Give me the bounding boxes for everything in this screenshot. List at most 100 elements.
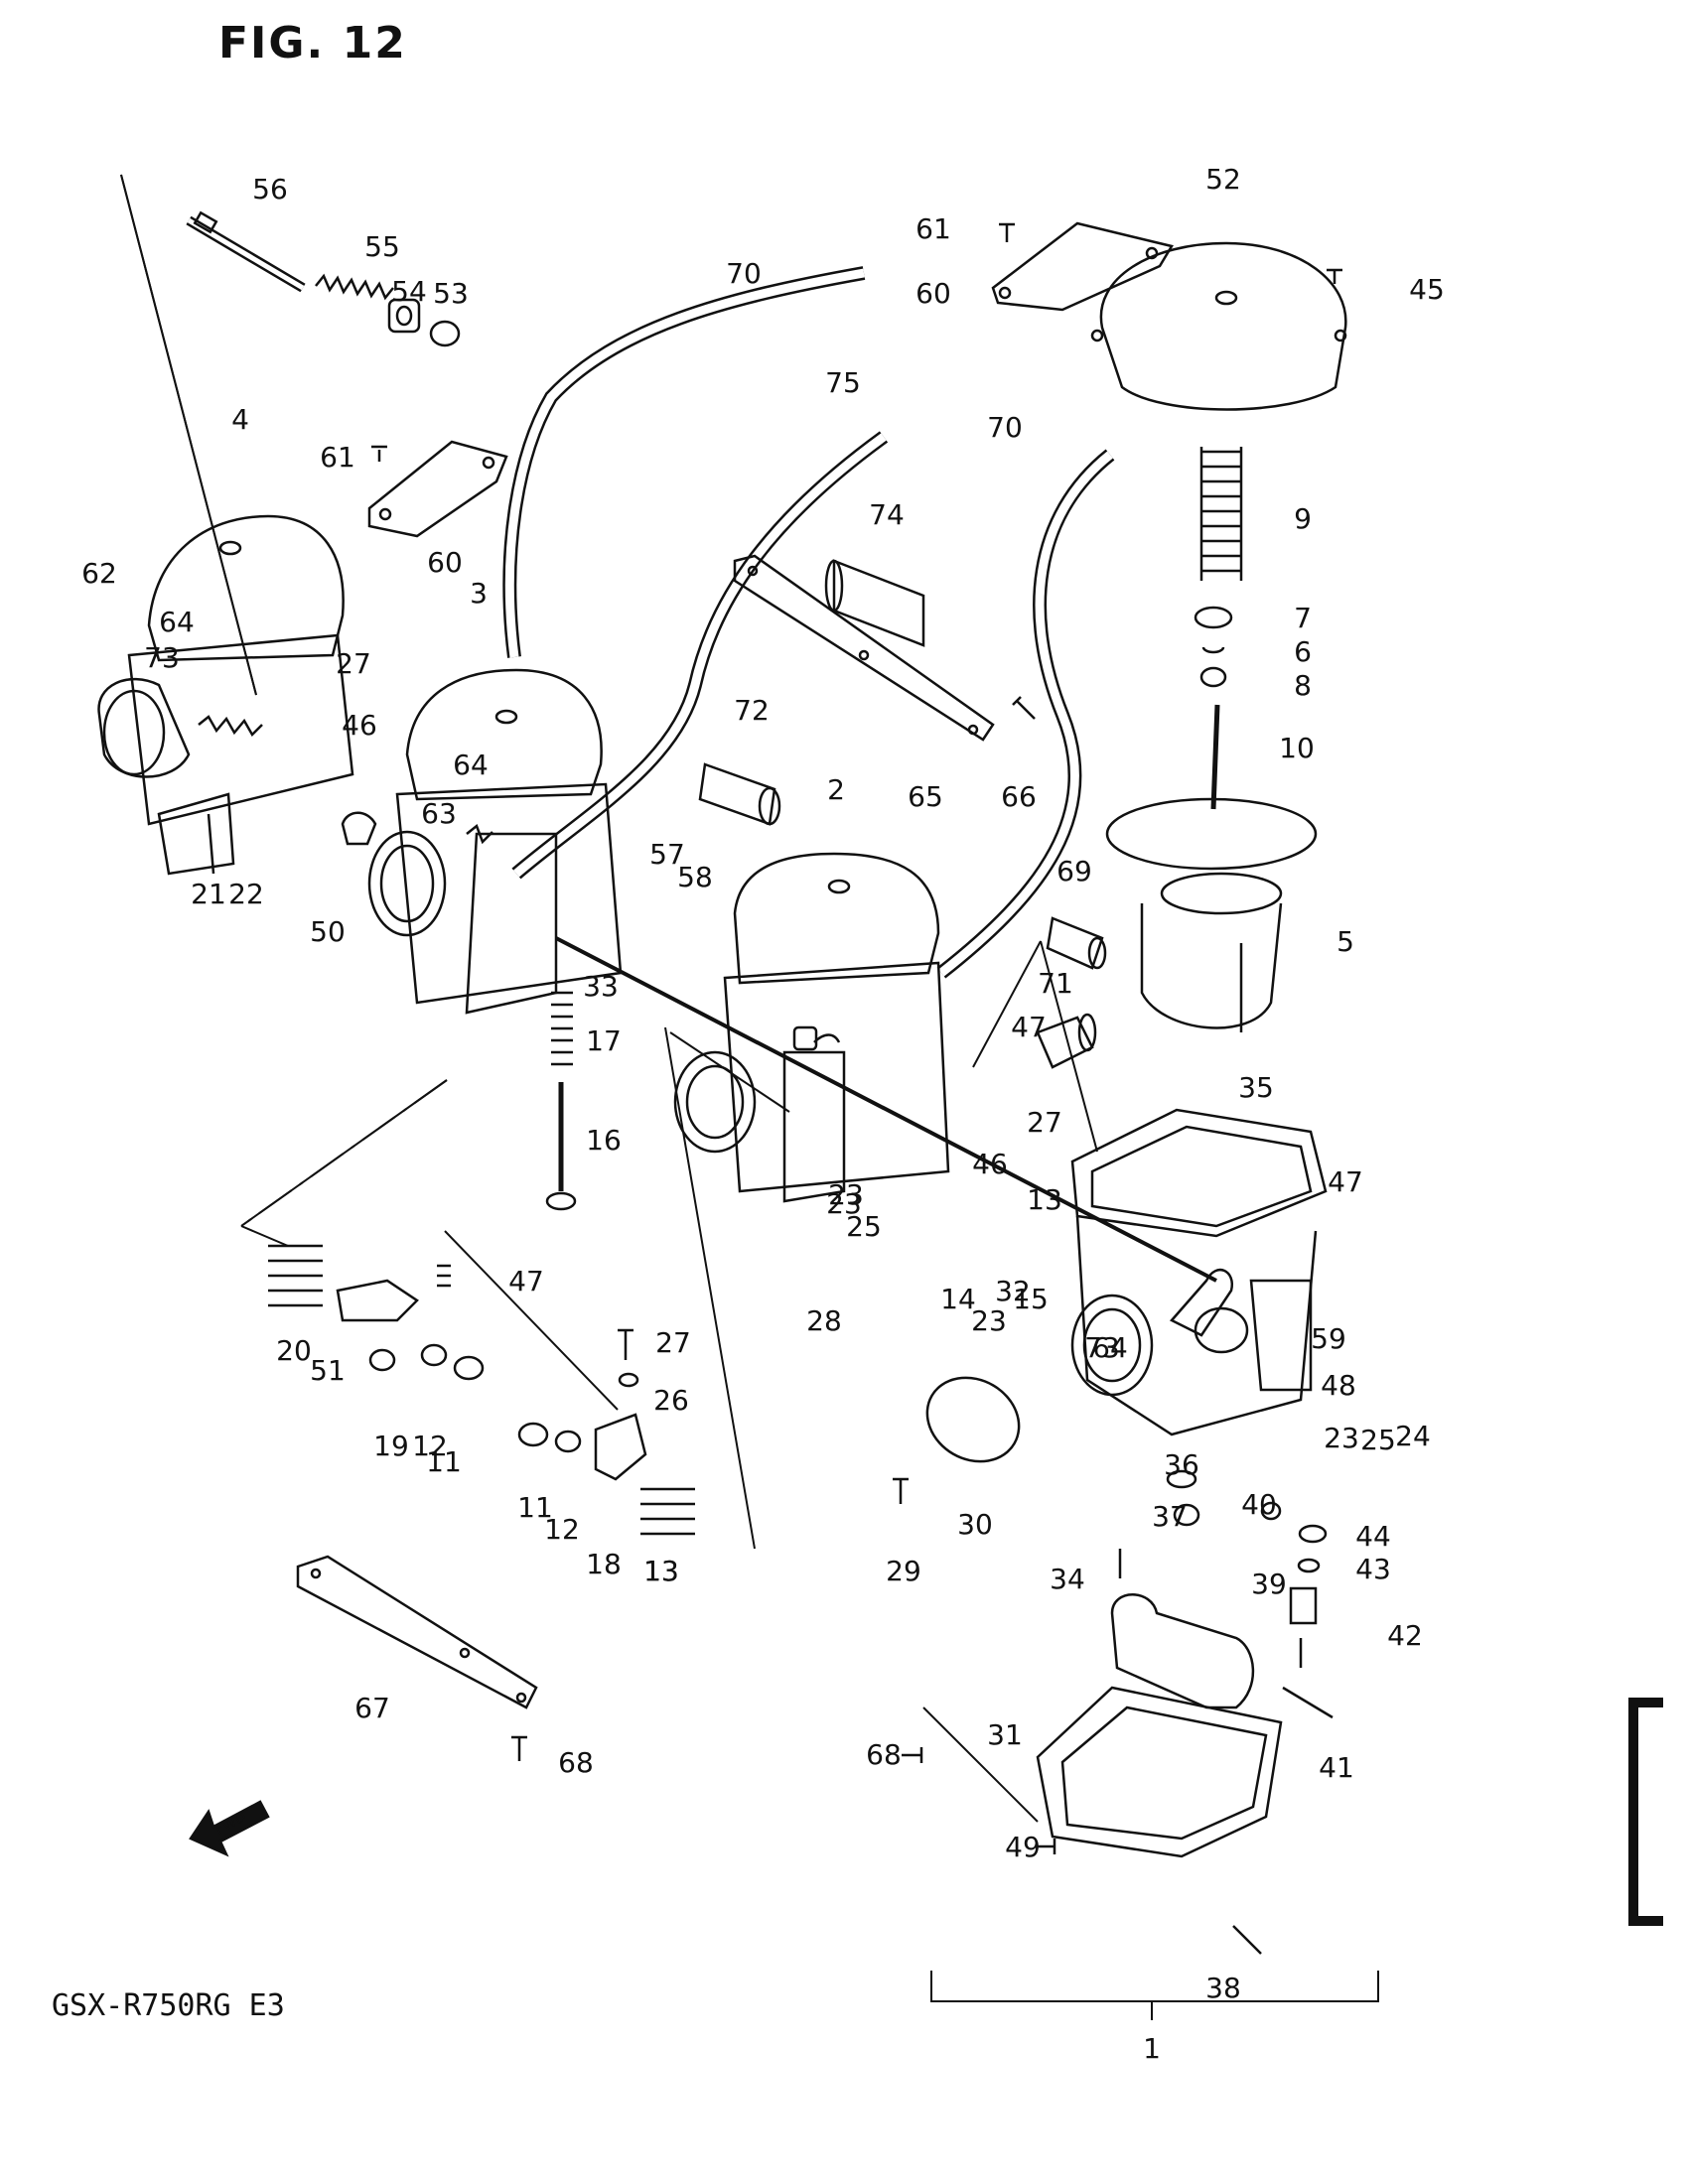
screw-27-low (618, 1328, 633, 1360)
callout-68: 68 (866, 1738, 902, 1771)
callout-61: 61 (320, 441, 355, 474)
callout-53: 53 (433, 277, 469, 310)
callout-30: 30 (957, 1508, 993, 1541)
tube-72 (698, 762, 781, 826)
callout-3: 3 (470, 577, 488, 610)
callout-47: 47 (1011, 1011, 1047, 1043)
spring-9 (1199, 447, 1243, 581)
screw-38 (1232, 1925, 1262, 1955)
callout-73: 73 (1084, 1331, 1120, 1364)
callout-10: 10 (1279, 732, 1315, 764)
callout-27: 27 (655, 1326, 691, 1359)
callout-42: 42 (1387, 1619, 1423, 1652)
callout-73: 73 (144, 641, 180, 674)
carburetor-4 (97, 514, 354, 876)
callout-39: 39 (1251, 1568, 1287, 1600)
carburetor-2 (673, 852, 950, 1203)
callout-40: 40 (1241, 1488, 1277, 1521)
callout-55: 55 (364, 230, 400, 263)
callout-35: 35 (1238, 1071, 1274, 1104)
screw-16 (545, 1082, 577, 1211)
callout-47: 47 (1328, 1165, 1363, 1198)
callout-70: 70 (987, 411, 1023, 444)
float-bowl-31 (1036, 1686, 1283, 1858)
callout-23: 23 (1324, 1422, 1359, 1454)
callout-64: 64 (159, 606, 195, 638)
carburetor-1-body (1070, 1108, 1328, 1436)
callout-74: 74 (869, 498, 905, 531)
callout-63: 63 (421, 797, 457, 830)
plate-60-left (367, 440, 508, 538)
callout-5: 5 (1336, 925, 1354, 958)
pin-41 (1282, 1686, 1334, 1719)
tube-74 (824, 559, 925, 647)
hose-70-left (502, 266, 866, 658)
piston-5 (1105, 797, 1318, 1032)
screw-45 (1327, 268, 1342, 284)
callout-46: 46 (972, 1148, 1008, 1180)
washer-8 (1199, 666, 1227, 688)
hose-70-right (936, 449, 1115, 979)
callout-58: 58 (677, 861, 713, 893)
callout-34: 34 (1050, 1563, 1085, 1595)
nut-54 (387, 298, 421, 334)
callout-60: 60 (427, 546, 463, 579)
callout-66: 66 (1001, 780, 1037, 813)
callout-12: 12 (412, 1430, 448, 1462)
page-edge-bracket (1628, 1698, 1663, 1926)
callout-44: 44 (1355, 1520, 1391, 1553)
callout-64: 64 (1092, 1331, 1128, 1364)
callout-45: 45 (1409, 273, 1445, 306)
callout-36: 36 (1164, 1448, 1199, 1481)
callout-7: 7 (1294, 602, 1312, 634)
spring-13 (640, 1487, 695, 1536)
callout-23: 23 (826, 1187, 862, 1220)
callout-68: 68 (558, 1746, 594, 1779)
callout-11: 11 (517, 1491, 553, 1524)
callout-33: 33 (583, 970, 619, 1003)
fwd-arrow-icon: FWD (189, 1800, 270, 1857)
bracket-1 (930, 1971, 1379, 2020)
callout-59: 59 (1311, 1322, 1346, 1355)
fitting-71 (1036, 1013, 1097, 1069)
retainer-7 (1194, 606, 1233, 629)
nut-11 (453, 1355, 485, 1381)
spring-17 (551, 991, 573, 1066)
callout-27: 27 (1027, 1106, 1062, 1139)
callout-25: 25 (1360, 1424, 1396, 1456)
callout-17: 17 (586, 1024, 622, 1057)
callout-18: 18 (586, 1548, 622, 1580)
callout-49: 49 (1005, 1831, 1041, 1863)
model-label: GSX-R750RG E3 (52, 1988, 285, 2023)
callout-16: 16 (586, 1124, 622, 1157)
callout-64: 64 (453, 749, 489, 781)
plate-30 (925, 1376, 1021, 1463)
top-cover-52 (1090, 241, 1347, 411)
callout-14: 14 (940, 1283, 976, 1315)
plug-37 (1173, 1503, 1200, 1527)
callout-13: 13 (1027, 1183, 1062, 1216)
callout-41: 41 (1319, 1751, 1354, 1784)
callout-32: 32 (995, 1275, 1031, 1307)
screw-68-right (902, 1747, 923, 1763)
callout-19: 19 (373, 1430, 409, 1462)
callout-67: 67 (354, 1692, 390, 1724)
callout-37: 37 (1152, 1500, 1188, 1533)
callout-31: 31 (987, 1718, 1023, 1751)
callout-54: 54 (391, 275, 427, 308)
screw-29 (893, 1477, 909, 1504)
callout-51: 51 (310, 1354, 346, 1387)
washer-36 (1166, 1469, 1197, 1489)
oring-43 (1297, 1558, 1321, 1573)
callout-50: 50 (310, 915, 346, 948)
lever-51 (336, 1279, 419, 1322)
callout-75: 75 (825, 366, 861, 399)
callout-15: 15 (1013, 1283, 1049, 1315)
callout-21: 21 (191, 878, 226, 910)
callout-2: 2 (827, 773, 845, 806)
callout-22: 22 (228, 878, 264, 910)
callout-6: 6 (1294, 635, 1312, 668)
